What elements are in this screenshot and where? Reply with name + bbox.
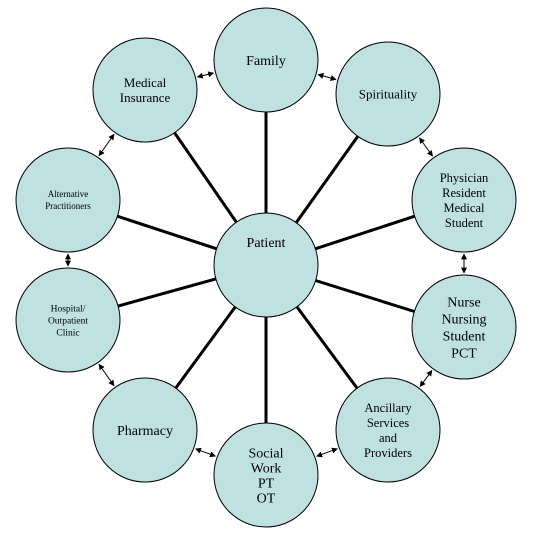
node-social-work-label-line-4: OT bbox=[257, 491, 276, 506]
arrow-ancillary-social-work bbox=[316, 447, 338, 458]
arrow-alternative-medical-insurance bbox=[98, 133, 115, 157]
node-nurse-label-line-3: Student bbox=[443, 329, 486, 344]
arrow-nurse-ancillary bbox=[419, 369, 433, 388]
arrow-family-spirituality bbox=[317, 73, 337, 81]
node-social-work-label-line-2: Work bbox=[251, 461, 282, 476]
node-pharmacy-circle bbox=[92, 377, 198, 483]
node-pharmacy-label-line-1: Pharmacy bbox=[117, 424, 173, 439]
node-alternative-circle bbox=[15, 147, 121, 253]
node-physician-circle bbox=[411, 147, 517, 253]
node-ancillary-circle bbox=[335, 377, 441, 483]
node-pharmacy: Pharmacy bbox=[92, 377, 198, 483]
node-hospital-label-line-2: Outpatient bbox=[48, 316, 88, 326]
node-hospital-label-line-3: Clinic bbox=[56, 328, 79, 338]
node-physician-label-line-3: Medical bbox=[444, 201, 485, 215]
node-nurse-label-line-2: Nursing bbox=[441, 312, 486, 327]
node-nurse-circle bbox=[411, 274, 517, 380]
node-medical-insurance-circle bbox=[92, 37, 198, 143]
node-nurse-label-line-4: PCT bbox=[451, 346, 477, 361]
node-family: Family bbox=[213, 7, 319, 113]
hub-patient-circle bbox=[213, 212, 319, 318]
connector-arrows bbox=[65, 71, 467, 458]
arrow-pharmacy-hospital bbox=[98, 363, 115, 387]
arrow-spirituality-physician bbox=[419, 137, 433, 157]
node-family-circle bbox=[213, 7, 319, 113]
node-alternative-label-line-2: Practitioners bbox=[45, 201, 91, 211]
node-hospital-label-line-1: Hospital/ bbox=[51, 304, 86, 314]
node-spirituality-label-line-1: Spirituality bbox=[359, 87, 418, 102]
node-ancillary-label-line-2: Services bbox=[367, 416, 409, 430]
node-physician-label-line-4: Student bbox=[445, 216, 484, 230]
node-medical-insurance-label-line-1: Medical bbox=[124, 75, 167, 90]
node-family-label-line-1: Family bbox=[246, 54, 286, 69]
nodes: FamilySpiritualityPhysicianResidentMedic… bbox=[15, 7, 517, 528]
arrow-medical-insurance-family bbox=[196, 71, 215, 79]
node-ancillary-label-line-1: Ancillary bbox=[364, 401, 412, 415]
node-spirituality: Spirituality bbox=[335, 41, 441, 147]
node-physician-label-line-1: Physician bbox=[440, 171, 489, 185]
node-spirituality-circle bbox=[335, 41, 441, 147]
node-medical-insurance-label-line-2: Insurance bbox=[120, 90, 171, 105]
node-ancillary-label-line-3: and bbox=[379, 431, 398, 445]
arrow-social-work-pharmacy bbox=[195, 447, 216, 458]
node-social-work-label-line-1: Social bbox=[249, 446, 284, 461]
hub-patient: Patient bbox=[213, 212, 319, 318]
node-hospital-circle bbox=[15, 267, 121, 373]
node-social-work-label-line-3: PT bbox=[258, 476, 275, 491]
node-nurse-label-line-1: Nurse bbox=[447, 295, 480, 310]
node-alternative-label-line-1: Alternative bbox=[48, 189, 88, 199]
node-social-work-circle bbox=[213, 422, 319, 528]
node-physician-label-line-2: Resident bbox=[442, 186, 486, 200]
hub-patient-label: Patient bbox=[247, 236, 286, 251]
node-ancillary-label-line-4: Providers bbox=[364, 446, 412, 460]
